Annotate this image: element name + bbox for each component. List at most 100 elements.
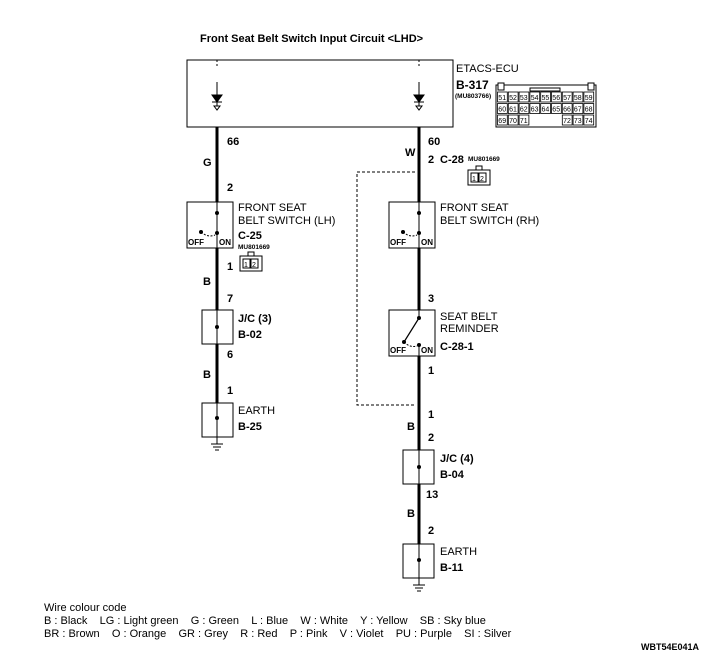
pin-number: 53	[520, 95, 528, 102]
on-label: ON	[421, 238, 433, 247]
reminder-box	[388, 309, 436, 357]
pin-cell	[561, 103, 573, 114]
svg-text:2: 2	[480, 176, 484, 183]
svg-text:2: 2	[252, 262, 256, 269]
pin-number: 69	[498, 118, 506, 125]
pin-label: 1	[227, 385, 233, 397]
pin-cell	[507, 103, 519, 114]
pin-cell	[572, 103, 584, 114]
off-label: OFF	[390, 346, 406, 355]
jc3-name: J/C (3)	[238, 313, 272, 325]
svg-text:1: 1	[244, 262, 248, 269]
switch-lh-name: FRONT SEAT	[238, 202, 307, 214]
earth-b25-name: EARTH	[238, 405, 275, 417]
pin-number: 56	[552, 95, 560, 102]
pin-number: 68	[585, 107, 593, 114]
legend-line-1: B : Black LG : Light green G : Green L :…	[44, 615, 486, 627]
wire-colour: W	[405, 147, 416, 159]
ecu-part: (MU803766)	[455, 93, 491, 100]
pin-number: 61	[509, 107, 517, 114]
off-label: OFF	[188, 238, 204, 247]
pin-number: 57	[563, 95, 571, 102]
on-label: ON	[219, 238, 231, 247]
pin-label: 3	[428, 293, 434, 305]
pin-cell	[572, 114, 584, 126]
pin-label: 1	[428, 365, 434, 377]
reminder-name-2: REMINDER	[440, 323, 499, 335]
legend-title: Wire colour code	[44, 602, 127, 614]
pin-number: 67	[574, 107, 582, 114]
pin-cell	[540, 103, 551, 114]
pin-label: 1	[428, 409, 434, 421]
pin-cell	[518, 114, 530, 126]
switch-rh-name: FRONT SEAT	[440, 202, 509, 214]
switch-lh-box	[186, 201, 234, 249]
pin-number: 72	[563, 118, 571, 125]
pin-number: 62	[520, 107, 528, 114]
pin-label: 2	[428, 525, 434, 537]
svg-text:1: 1	[472, 176, 476, 183]
pin-number: 52	[509, 95, 517, 102]
switch-lh-name-2: BELT SWITCH (LH)	[238, 215, 335, 227]
pin-cell	[551, 91, 562, 103]
pin-cell	[572, 91, 584, 103]
off-label: OFF	[390, 238, 406, 247]
pin-number: 58	[574, 95, 582, 102]
earth-b11-name: EARTH	[440, 546, 477, 558]
pin-number: 73	[574, 118, 582, 125]
pin-cell	[507, 91, 519, 103]
pin-number: 74	[585, 118, 593, 125]
wire-colour: B	[203, 276, 211, 288]
switch-rh-name-2: BELT SWITCH (RH)	[440, 215, 539, 227]
pin-number: 55	[542, 95, 550, 102]
pin-number: 63	[531, 107, 539, 114]
pin-cell	[529, 103, 541, 114]
earth-b25-connector: B-25	[238, 421, 262, 433]
pin-number: 70	[509, 118, 517, 125]
jc3-connector: B-02	[238, 329, 262, 341]
pin-cell	[507, 114, 519, 126]
pin-cell	[583, 114, 595, 126]
ecu-name: ETACS-ECU	[456, 63, 519, 75]
pin-label: 2	[428, 432, 434, 444]
ecu-connector: B-317	[456, 78, 489, 92]
reminder-name: SEAT BELT	[440, 311, 498, 323]
jc4-name: J/C (4)	[440, 453, 474, 465]
ecu-box	[186, 59, 454, 128]
ground-icon	[211, 443, 223, 451]
figure-id: WBT54E041A	[641, 642, 700, 652]
wire-colour: B	[203, 369, 211, 381]
pin-cell	[540, 91, 551, 103]
pin-cell	[518, 103, 530, 114]
switch-rh-box	[388, 201, 436, 249]
pin-cell	[529, 91, 541, 103]
c28-part: MU801669	[468, 156, 500, 163]
on-label: ON	[421, 346, 433, 355]
earth-b11-connector: B-11	[440, 562, 463, 574]
diode-icon	[413, 82, 425, 111]
pin-cell	[497, 114, 508, 126]
pin-label: 13	[426, 489, 438, 501]
pin-label: 2	[428, 154, 434, 166]
pin-cell	[497, 103, 508, 114]
pin-number: 54	[531, 95, 539, 102]
reminder-connector: C-28-1	[440, 341, 474, 353]
pin-cell	[583, 91, 595, 103]
pin-number: 66	[563, 107, 571, 114]
pin-cell	[583, 103, 595, 114]
jc4-connector: B-04	[440, 469, 465, 481]
pin-cell	[561, 91, 573, 103]
diode-icon	[211, 82, 223, 111]
connector-c28: C-28	[440, 154, 464, 166]
pin-label: 2	[227, 182, 233, 194]
pin-label: 6	[227, 349, 233, 361]
switch-lh-part: MU801669	[238, 244, 270, 251]
pin-label: 60	[428, 136, 440, 148]
pin-cell	[497, 91, 508, 103]
wire-colour: B	[407, 508, 415, 520]
